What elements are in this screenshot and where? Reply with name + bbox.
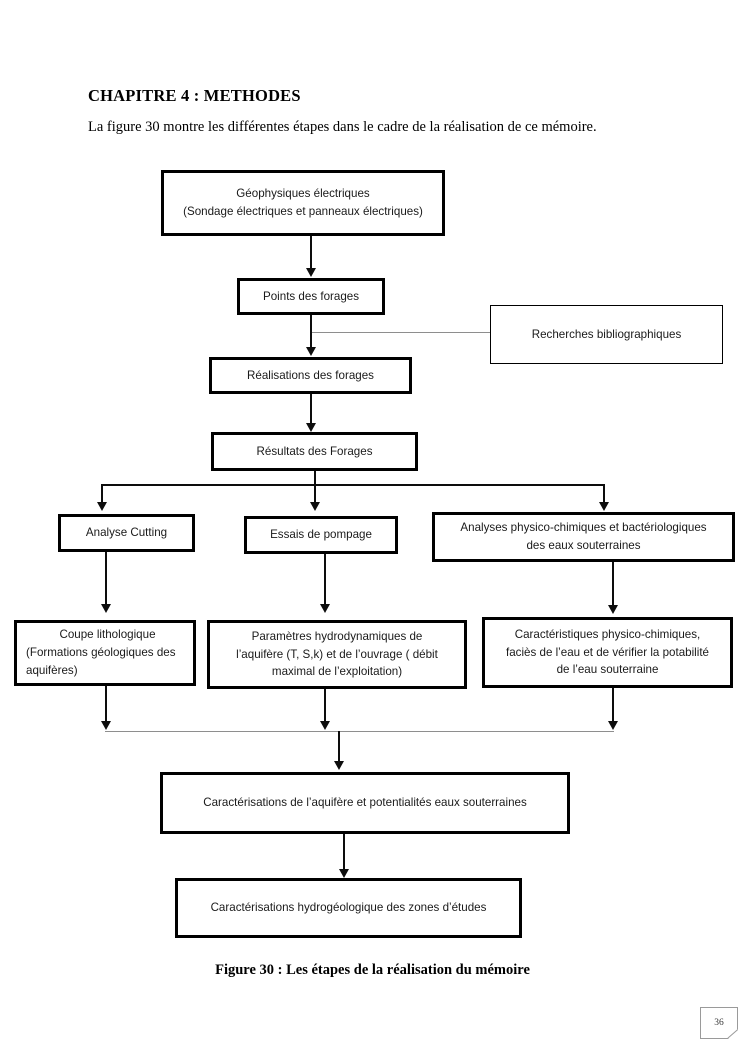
arrowhead-caracterisations-aquifere bbox=[334, 761, 344, 770]
connector-split-middle bbox=[314, 484, 316, 504]
flow-node-recherches-biblio-line-1: Recherches bibliographiques bbox=[531, 327, 682, 341]
connector-split-left bbox=[101, 484, 103, 504]
flow-node-realisations-forages: Réalisations des forages bbox=[209, 357, 412, 394]
flow-node-recherches-biblio: Recherches bibliographiques bbox=[490, 305, 723, 364]
arrowhead-caracterisations-hydro bbox=[339, 869, 349, 878]
flow-node-resultats-forages: Résultats des Forages bbox=[211, 432, 418, 471]
connector-merge-bus bbox=[105, 731, 614, 733]
connector-analyses-to-caracteristiques bbox=[612, 562, 614, 606]
connector-geophysique-to-points bbox=[310, 236, 312, 269]
flow-node-coupe-lithologique: Coupe lithologique (Formations géologiqu… bbox=[14, 620, 196, 686]
flow-node-parametres-hydro-line-2: l’aquifère (T, S,k) et de l’ouvrage ( dé… bbox=[236, 647, 438, 661]
flow-node-analyse-cutting: Analyse Cutting bbox=[58, 514, 195, 552]
arrowhead-caracteristiques-physico bbox=[608, 605, 618, 614]
flow-node-coupe-lithologique-line-2: (Formations géologiques des bbox=[26, 646, 176, 660]
flow-node-parametres-hydro-line-1: Paramètres hydrodynamiques de bbox=[251, 629, 423, 643]
flow-node-caracterisations-hydro: Caractérisations hydrogéologique des zon… bbox=[175, 878, 522, 938]
connector-aquifere-to-hydro bbox=[343, 834, 345, 870]
arrowhead-merge-right bbox=[608, 721, 618, 730]
arrowhead-realisations-forages bbox=[306, 347, 316, 356]
connector-split-bus bbox=[101, 484, 604, 486]
flow-node-caracterisations-aquifere: Caractérisations de l’aquifère et potent… bbox=[160, 772, 570, 834]
connector-caracteristiques-to-merge bbox=[612, 688, 614, 722]
connector-cutting-to-coupe bbox=[105, 552, 107, 605]
arrowhead-resultats-forages bbox=[306, 423, 316, 432]
flow-node-geophysique-line-2: (Sondage électriques et panneaux électri… bbox=[183, 205, 423, 218]
flow-node-caracteristiques-physico-line-1: Caractéristiques physico-chimiques, bbox=[514, 627, 701, 641]
flow-node-analyses-physico: Analyses physico-chimiques et bactériolo… bbox=[432, 512, 735, 562]
arrowhead-analyses-physico bbox=[599, 502, 609, 511]
flow-node-caracterisations-hydro-line-1: Caractérisations hydrogéologique des zon… bbox=[210, 901, 487, 915]
connector-points-to-realisations bbox=[310, 315, 312, 348]
arrowhead-merge-middle bbox=[320, 721, 330, 730]
flow-node-parametres-hydro-line-3: maximal de l’exploitation) bbox=[271, 665, 403, 679]
flow-node-geophysique-line-1: Géophysiques électriques bbox=[236, 187, 370, 201]
flow-node-caracteristiques-physico: Caractéristiques physico-chimiques, faci… bbox=[482, 617, 733, 688]
flow-node-points-forages-line-1: Points des forages bbox=[262, 289, 360, 303]
connector-biblio-lateral bbox=[310, 332, 490, 334]
page-number-badge: 36 bbox=[700, 1007, 738, 1039]
arrowhead-points-forages bbox=[306, 268, 316, 277]
connector-merge-stem bbox=[338, 731, 340, 762]
flow-node-caracteristiques-physico-line-2: faciès de l’eau et de vérifier la potabi… bbox=[505, 645, 709, 659]
flow-node-parametres-hydro: Paramètres hydrodynamiques de l’aquifère… bbox=[207, 620, 467, 689]
connector-split-right bbox=[603, 484, 605, 504]
arrowhead-merge-left bbox=[101, 721, 111, 730]
arrowhead-parametres-hydro bbox=[320, 604, 330, 613]
flow-node-caracterisations-aquifere-line-1: Caractérisations de l’aquifère et potent… bbox=[203, 796, 527, 810]
page-title: CHAPITRE 4 : METHODES bbox=[88, 86, 301, 105]
flow-node-essais-pompage: Essais de pompage bbox=[244, 516, 398, 554]
connector-parametres-to-merge bbox=[324, 689, 326, 722]
arrowhead-essais-pompage bbox=[310, 502, 320, 511]
connector-coupe-to-merge bbox=[105, 686, 107, 722]
flow-node-realisations-forages-line-1: Réalisations des forages bbox=[247, 368, 374, 382]
connector-resultats-stem bbox=[314, 471, 316, 485]
flow-node-analyses-physico-line-2: des eaux souterraines bbox=[526, 539, 641, 552]
flow-node-points-forages: Points des forages bbox=[237, 278, 385, 315]
flow-node-coupe-lithologique-line-1: Coupe lithologique bbox=[59, 628, 156, 642]
figure-caption: Figure 30 : Les étapes de la réalisation… bbox=[215, 962, 530, 978]
flow-node-geophysique: Géophysiques électriques (Sondage électr… bbox=[161, 170, 445, 236]
flow-node-caracteristiques-physico-line-3: de l’eau souterraine bbox=[556, 663, 659, 677]
flow-node-analyses-physico-line-1: Analyses physico-chimiques et bactériolo… bbox=[460, 521, 707, 535]
flow-node-coupe-lithologique-line-3: aquifères) bbox=[26, 663, 78, 677]
intro-paragraph: La figure 30 montre les différentes étap… bbox=[88, 119, 597, 135]
flow-node-resultats-forages-line-1: Résultats des Forages bbox=[256, 444, 373, 458]
flow-node-analyse-cutting-line-1: Analyse Cutting bbox=[85, 526, 168, 540]
page-number-text: 36 bbox=[714, 1018, 724, 1028]
connector-pompage-to-parametres bbox=[324, 554, 326, 605]
arrowhead-coupe-lithologique bbox=[101, 604, 111, 613]
connector-realisations-to-resultats bbox=[310, 394, 312, 424]
arrowhead-analyse-cutting bbox=[97, 502, 107, 511]
flow-node-essais-pompage-line-1: Essais de pompage bbox=[270, 528, 372, 542]
